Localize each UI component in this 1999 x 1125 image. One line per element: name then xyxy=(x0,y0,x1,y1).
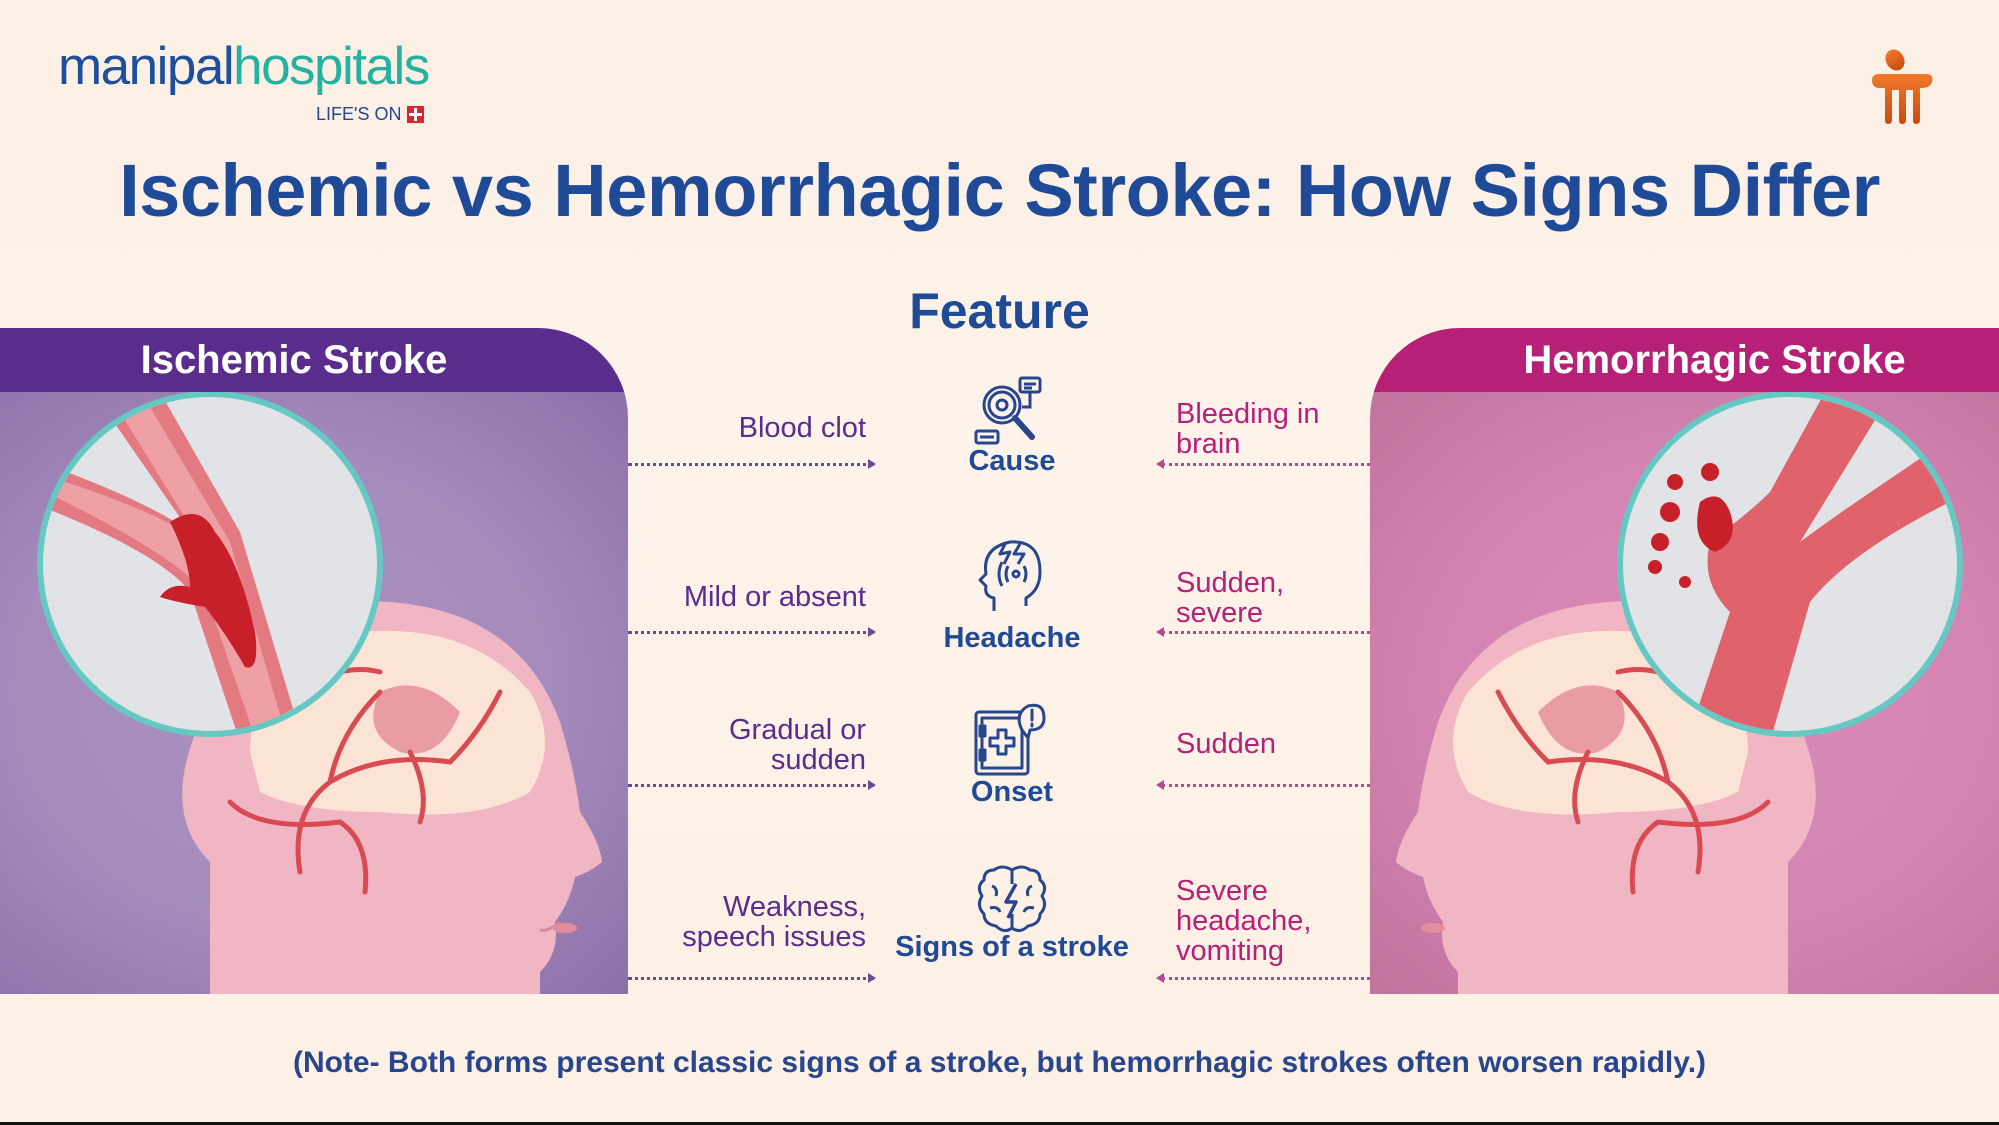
arrow-hemorrhagic-signs xyxy=(1156,973,1370,983)
hemorrhagic-stroke-header: Hemorrhagic Stroke xyxy=(1370,328,1999,392)
feature-headache: Headache xyxy=(943,622,1081,654)
arrow-hemorrhagic-cause xyxy=(1156,459,1370,469)
head-pain-icon xyxy=(978,540,1042,611)
manipal-hospitals-logo: manipalhospitals LIFE'S ON xyxy=(58,37,430,124)
hemorrhagic-signs: Severe headache, vomiting xyxy=(1176,875,1312,967)
ischemic-onset: Gradual or sudden xyxy=(728,714,866,776)
ischemic-headache: Mild or absent xyxy=(683,581,866,613)
ischemic-head-illustration xyxy=(37,392,602,994)
logo-hospitals: hospitals xyxy=(233,37,430,96)
hemorrhagic-illustration-area xyxy=(1370,392,1999,994)
magnifier-search-icon xyxy=(974,376,1042,445)
manipal-brand-mark-icon xyxy=(1872,49,1933,124)
hemorrhagic-head-illustration xyxy=(1396,392,1963,994)
footer-note: (Note- Both forms present classic signs … xyxy=(292,1046,1707,1079)
bottom-border xyxy=(0,1122,1999,1125)
hemorrhagic-cause: Bleeding in brain xyxy=(1176,398,1320,460)
page-title: Ischemic vs Hemorrhagic Stroke: How Sign… xyxy=(119,149,1880,232)
logo-wordmark: manipalhospitals xyxy=(58,37,430,96)
arrow-ischemic-cause xyxy=(628,459,876,469)
arrow-ischemic-onset xyxy=(628,780,876,790)
ischemic-stroke-panel: Ischemic Stroke xyxy=(0,328,628,994)
feature-onset: Onset xyxy=(970,776,1054,808)
hemorrhagic-headache: Sudden, severe xyxy=(1176,567,1285,629)
feature-signs: Signs of a stroke xyxy=(895,931,1129,963)
hemorrhagic-onset: Sudden xyxy=(1176,728,1276,760)
arrow-hemorrhagic-onset xyxy=(1156,780,1370,790)
arrow-ischemic-headache xyxy=(628,627,876,637)
feature-cause: Cause xyxy=(968,445,1056,477)
arrow-ischemic-signs xyxy=(628,973,876,983)
arrow-hemorrhagic-headache xyxy=(1156,627,1370,637)
medical-cross-icon xyxy=(407,106,425,123)
ischemic-signs: Weakness, speech issues xyxy=(682,891,866,953)
brain-lightning-icon xyxy=(977,865,1047,933)
medical-kit-alert-icon xyxy=(974,703,1046,776)
ischemic-illustration-area xyxy=(0,392,628,994)
logo-tagline-text: LIFE'S ON xyxy=(316,104,402,124)
hemorrhagic-stroke-panel: Hemorrhagic Stroke xyxy=(1370,328,1999,994)
ischemic-cause: Blood clot xyxy=(738,412,866,444)
ischemic-stroke-header: Ischemic Stroke xyxy=(0,328,628,392)
feature-column-header: Feature xyxy=(909,283,1090,339)
logo-tagline: LIFE'S ON xyxy=(316,104,425,125)
logo-manipal: manipal xyxy=(58,37,235,96)
